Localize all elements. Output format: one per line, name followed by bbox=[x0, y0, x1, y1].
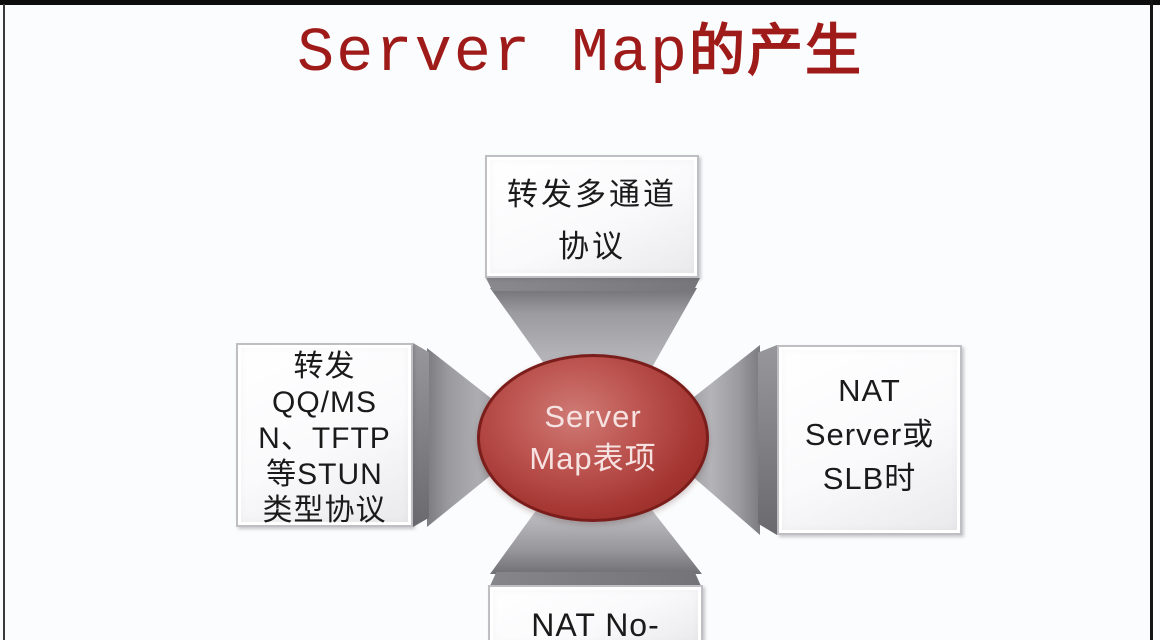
node-left-line1: 转发 bbox=[293, 350, 356, 383]
node-left-line2: QQ/MS bbox=[271, 386, 377, 419]
node-top-line1: 转发多通道 bbox=[507, 177, 677, 212]
frame-right-border bbox=[1150, 0, 1153, 640]
frame-top-border bbox=[0, 0, 1160, 5]
node-top-line2: 协议 bbox=[558, 229, 626, 264]
left-box-extrusion-edge bbox=[413, 343, 429, 527]
slide-title-latin: Server Map bbox=[296, 18, 690, 89]
node-right-line1: NAT bbox=[838, 373, 901, 408]
node-right-line2: Server或 bbox=[804, 417, 935, 452]
right-box-extrusion-edge bbox=[758, 345, 777, 535]
bottom-box-extrusion-edge bbox=[490, 572, 701, 586]
frame-left-border bbox=[3, 4, 5, 640]
top-box-extrusion-edge bbox=[486, 278, 700, 291]
node-bottom-line1: NAT No- bbox=[531, 607, 660, 640]
center-ellipse-server-map: Server Map表项 bbox=[477, 354, 709, 522]
node-right-line3: SLB时 bbox=[822, 461, 917, 496]
node-nat-server-slb: NAT Server或 SLB时 bbox=[777, 345, 962, 535]
slide-title: Server Map的产生 bbox=[0, 14, 1160, 103]
ellipse-line1: Server bbox=[544, 399, 642, 434]
node-multichannel-protocols: 转发多通道 协议 bbox=[485, 155, 699, 278]
node-left-line3: N、TFTP bbox=[258, 422, 391, 455]
ellipse-line2: Map表项 bbox=[529, 441, 657, 476]
node-left-line5: 类型协议 bbox=[262, 494, 387, 527]
slide-title-cjk: 的产生 bbox=[689, 19, 864, 82]
node-left-line4: 等STUN bbox=[266, 458, 383, 491]
node-stun-protocols: 转发 QQ/MS N、TFTP 等STUN 类型协议 bbox=[236, 343, 413, 527]
node-nat-no-pat: NAT No- bbox=[488, 585, 703, 640]
